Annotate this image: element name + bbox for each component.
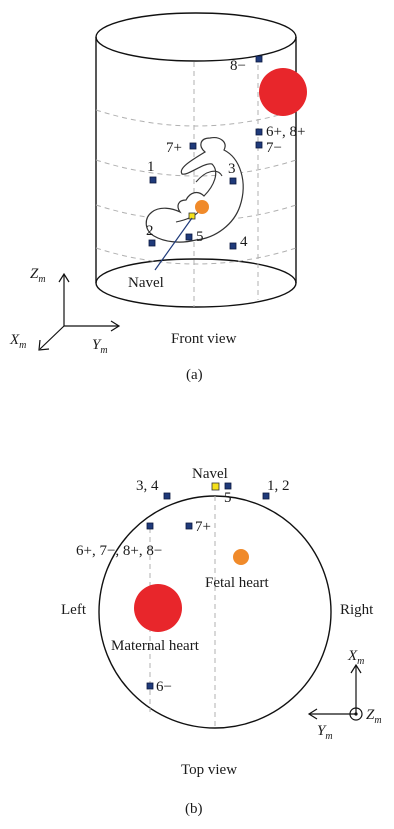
electrode-label-6minus-top: 6−	[156, 679, 172, 695]
electrode-3-4-top	[163, 492, 171, 500]
electrode-label-7minus: 7−	[266, 140, 282, 156]
contour-arc-2	[95, 159, 297, 177]
axis-label-xm-top: Xm	[347, 648, 364, 667]
fetus-outline	[145, 137, 244, 243]
cylinder-top-ellipse	[95, 12, 297, 62]
panel-a-caption: (a)	[186, 367, 203, 383]
electrode-7plus-front	[189, 142, 197, 150]
electrode-label-3: 3	[228, 161, 236, 177]
front-view-label: Front view	[171, 331, 237, 347]
axis-label-zm-front: Zm	[30, 266, 46, 285]
fetal-heart-top	[233, 549, 249, 565]
top-view-label: Top view	[181, 762, 237, 778]
fetal-heart-front	[195, 200, 209, 214]
axis-label-ym-front: Ym	[92, 337, 108, 356]
electrode-label-6plus8plus: 6+, 8+	[266, 124, 305, 140]
electrode-label-2: 2	[146, 223, 154, 239]
electrode-label-3-4-top: 3, 4	[136, 478, 159, 494]
axis-label-xm-front: Xm	[9, 332, 26, 351]
axis-label-ym-top: Ym	[317, 723, 333, 742]
fetus-inner-line	[195, 170, 223, 183]
electrode-6plus8plus-front	[255, 128, 263, 136]
panel-b-caption: (b)	[185, 801, 203, 817]
electrode-label-1-2-top: 1, 2	[267, 478, 290, 494]
electrode-label-7plus: 7+	[166, 140, 182, 156]
electrode-label-4: 4	[240, 234, 248, 250]
electrode-label-5: 5	[196, 229, 204, 245]
left-label: Left	[61, 602, 87, 618]
z-axis-dot	[354, 712, 358, 716]
panel-b: Navel 5 3, 4 1, 2 7+ 6+, 7−, 8+, 8− 6− L…	[61, 466, 382, 817]
electrode-6minus-top	[146, 682, 154, 690]
cylinder-bottom-ellipse	[95, 258, 297, 308]
fetal-heart-label: Fetal heart	[205, 575, 270, 591]
navel-label-top: Navel	[192, 466, 228, 482]
electrode-label-6-7-8-top: 6+, 7−, 8+, 8−	[76, 543, 162, 559]
axis-triad-front	[38, 272, 121, 351]
electrode-8minus-front	[255, 55, 263, 63]
navel-label-front: Navel	[128, 275, 164, 291]
axis-label-zm-top: Zm	[366, 707, 382, 726]
contour-arc-4	[95, 247, 297, 265]
maternal-heart-label: Maternal heart	[111, 638, 200, 654]
maternal-heart-top	[134, 584, 182, 632]
electrode-3-front	[229, 177, 237, 185]
electrode-6-7-8-top	[146, 522, 154, 530]
top-view-circle	[98, 495, 332, 729]
electrode-label-1: 1	[147, 159, 155, 175]
navel-pointer-line	[154, 217, 193, 271]
electrode-label-8minus: 8−	[230, 58, 246, 74]
electrode-7minus-front	[255, 141, 263, 149]
contour-arc-1	[95, 109, 297, 127]
electrode-1-2-top	[262, 492, 270, 500]
electrode-4-front	[229, 242, 237, 250]
axis-triad-top	[307, 663, 363, 721]
maternal-heart-front	[259, 68, 307, 116]
panel-a: Navel 8− 6+, 8+ 7− 7+ 1 3 2 5 4 Zm Xm	[9, 12, 307, 383]
electrode-7plus-top	[185, 522, 193, 530]
electrode-5-top	[224, 482, 232, 490]
navel-marker-top	[211, 482, 220, 491]
right-label: Right	[340, 602, 374, 618]
electrode-2-front	[148, 239, 156, 247]
electrode-label-5-top: 5	[224, 490, 232, 506]
electrode-1-front	[149, 176, 157, 184]
electrode-5-front	[185, 233, 193, 241]
electrode-label-7plus-top: 7+	[195, 519, 211, 535]
